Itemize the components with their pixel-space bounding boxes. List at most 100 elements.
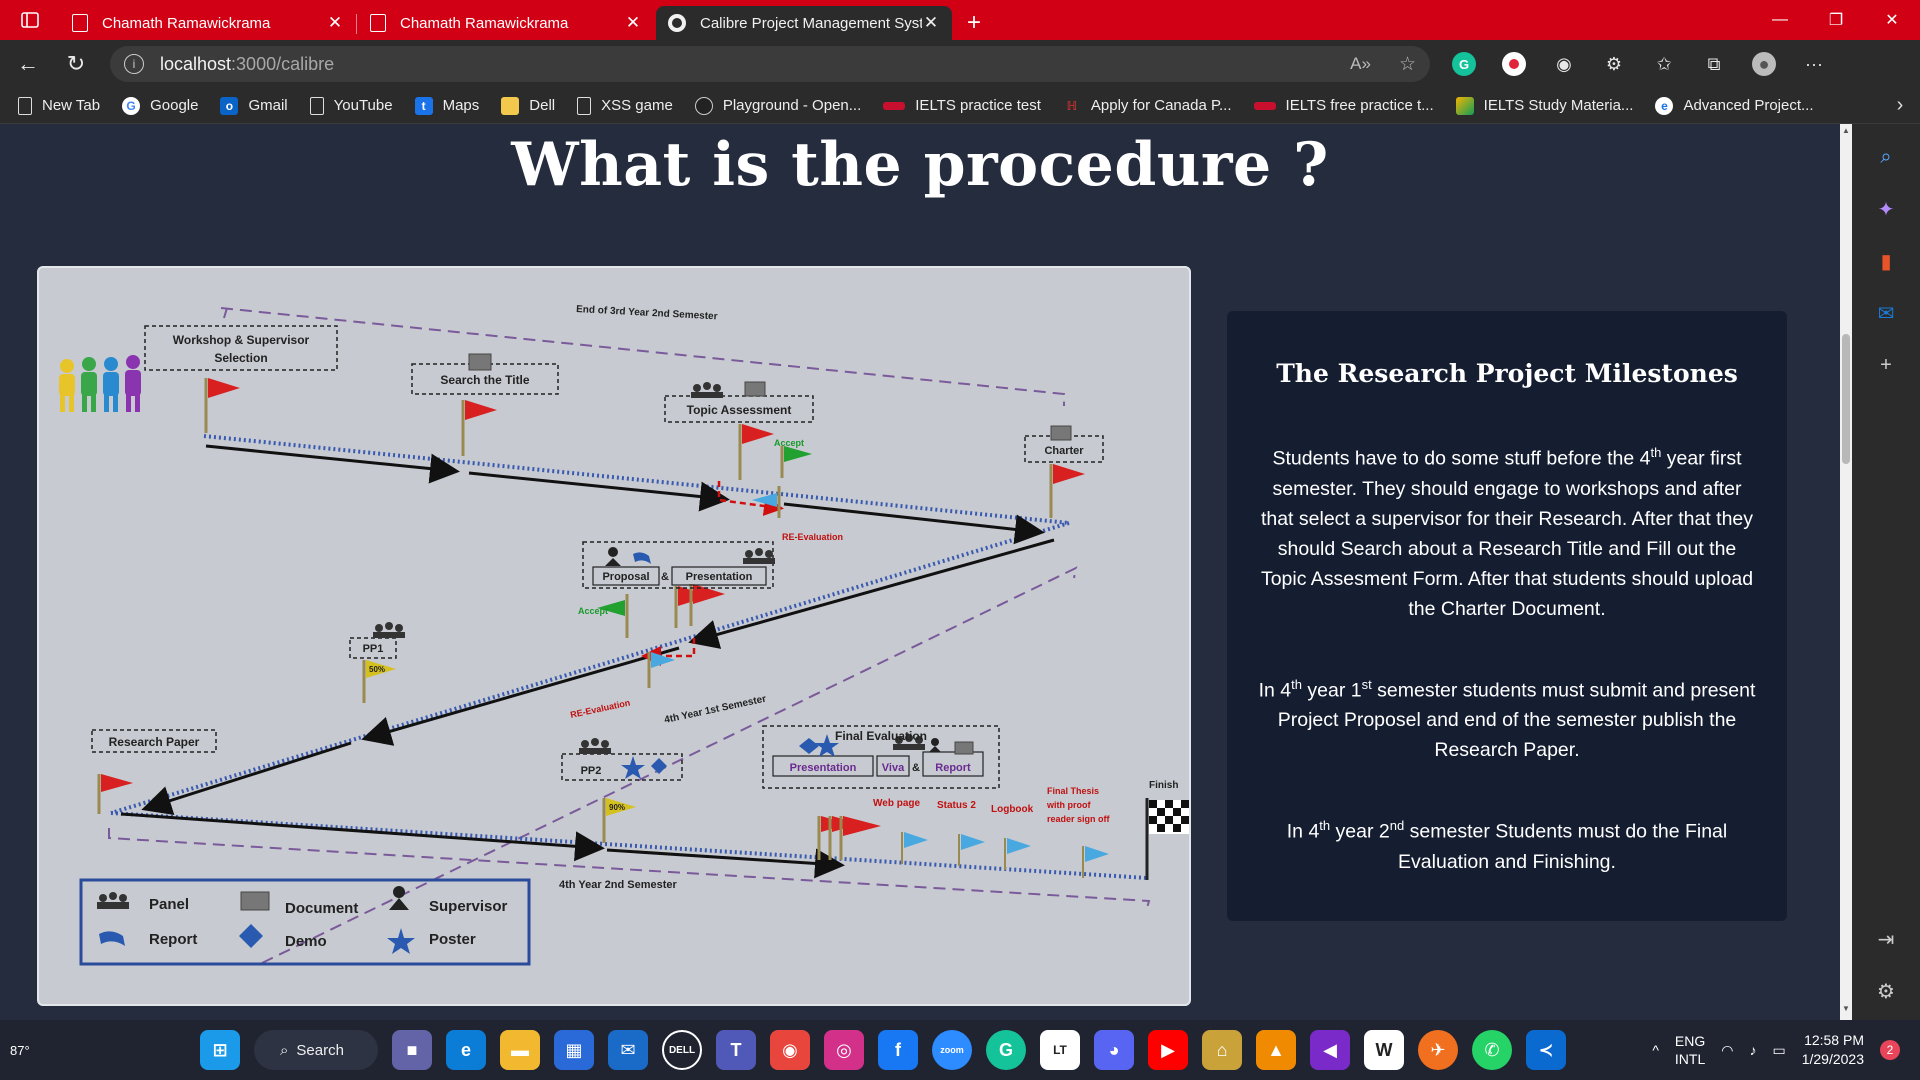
- restore-button[interactable]: ❐: [1828, 12, 1844, 29]
- page-content: What is the procedure ?: [0, 124, 1852, 1020]
- record-icon[interactable]: [1502, 52, 1526, 76]
- address-bar[interactable]: i localhost:3000/calibre A» ☆: [110, 46, 1430, 82]
- read-aloud-icon[interactable]: A»: [1350, 54, 1371, 73]
- teams-chat-icon[interactable]: ■: [392, 1030, 432, 1070]
- instagram-icon[interactable]: ◎: [824, 1030, 864, 1070]
- volume-icon[interactable]: ♪: [1749, 1042, 1757, 1058]
- extension-icon[interactable]: ◉: [1556, 53, 1572, 74]
- zoom-icon[interactable]: zoom: [932, 1030, 972, 1070]
- research-paper-label: Research Paper: [109, 735, 200, 749]
- store-icon[interactable]: ▦: [554, 1030, 594, 1070]
- visual-studio-icon[interactable]: ◀: [1310, 1030, 1350, 1070]
- battery-icon[interactable]: ▭: [1772, 1041, 1786, 1058]
- vpn-icon[interactable]: ⌂: [1202, 1030, 1242, 1070]
- profile-icon[interactable]: ●: [1752, 52, 1776, 76]
- tab-1[interactable]: Chamath Ramawickrama ✕: [60, 6, 356, 40]
- word-icon[interactable]: W: [1364, 1030, 1404, 1070]
- chrome-icon[interactable]: ◉: [770, 1030, 810, 1070]
- search-icon[interactable]: ⌕: [1880, 145, 1892, 168]
- edge-sidebar: ⌕ ✦ ▮ ✉ + ⇥ ⚙: [1852, 124, 1920, 1020]
- bookmark-item[interactable]: Playground - Open...: [694, 96, 861, 115]
- close-icon[interactable]: ✕: [625, 13, 641, 32]
- notification-badge[interactable]: 2: [1880, 1040, 1900, 1060]
- sidebar-toggle-icon[interactable]: ⇥: [1877, 928, 1895, 951]
- vlc-icon[interactable]: ▲: [1256, 1030, 1296, 1070]
- bookmark-label: Dell: [529, 97, 556, 114]
- taskbar-search[interactable]: ⌕Search: [254, 1030, 378, 1070]
- page-icon: [72, 14, 88, 32]
- bookmark-item[interactable]: YouTube: [309, 96, 393, 115]
- favorites-icon[interactable]: ✩: [1656, 53, 1672, 74]
- whatsapp-icon[interactable]: ✆: [1472, 1030, 1512, 1070]
- chevron-right-icon[interactable]: ›: [1896, 94, 1904, 116]
- pp2-label: PP2: [581, 765, 602, 777]
- dell-icon[interactable]: DELL: [662, 1030, 702, 1070]
- scroll-thumb[interactable]: [1842, 334, 1850, 464]
- lt-icon[interactable]: LT: [1040, 1030, 1080, 1070]
- facebook-icon[interactable]: f: [878, 1030, 918, 1070]
- p1-text-b: year first semester. They should engage …: [1260, 447, 1754, 620]
- lang-layout: INTL: [1674, 1051, 1706, 1067]
- back-button[interactable]: ←: [17, 51, 39, 76]
- close-icon[interactable]: ✕: [327, 13, 343, 32]
- discord-icon[interactable]: ◕: [1094, 1030, 1134, 1070]
- tab-3-active[interactable]: Calibre Project Management Syst ✕: [656, 6, 952, 40]
- vscode-icon[interactable]: ≺: [1526, 1030, 1566, 1070]
- teams-icon[interactable]: T: [716, 1030, 756, 1070]
- info-icon[interactable]: i: [124, 54, 144, 74]
- bookmark-item[interactable]: IELTS practice test: [883, 97, 1041, 114]
- tab-actions-button[interactable]: [0, 0, 60, 40]
- outlook-icon[interactable]: ✉: [1877, 302, 1895, 325]
- add-icon[interactable]: +: [1880, 353, 1892, 376]
- p1-sup: th: [1650, 445, 1662, 460]
- close-window-button[interactable]: ✕: [1885, 12, 1899, 29]
- youtube-icon[interactable]: ▶: [1148, 1030, 1188, 1070]
- close-icon[interactable]: ✕: [923, 13, 939, 32]
- bookmark-item[interactable]: New Tab: [18, 96, 100, 115]
- add-favorite-icon[interactable]: ☆: [1398, 53, 1416, 75]
- wifi-icon[interactable]: ◠: [1721, 1041, 1734, 1058]
- chevron-up-icon[interactable]: ^: [1652, 1042, 1659, 1058]
- p1-text-a: Students have to do some stuff before th…: [1272, 447, 1651, 470]
- grammarly-icon[interactable]: G: [1452, 52, 1476, 76]
- copilot-icon[interactable]: ✦: [1877, 198, 1895, 221]
- scroll-down-icon[interactable]: ▼: [1842, 1004, 1850, 1013]
- extensions-icon[interactable]: ⚙: [1605, 53, 1623, 74]
- start-icon[interactable]: ⊞: [200, 1030, 240, 1070]
- bookmark-label: IELTS practice test: [915, 97, 1041, 114]
- bookmark-item[interactable]: XSS game: [577, 96, 673, 115]
- search-icon: ⌕: [280, 1041, 289, 1059]
- web-page-label: Web page: [873, 798, 920, 809]
- window-controls: — ❐ ✕: [1752, 0, 1920, 40]
- tab-2[interactable]: Chamath Ramawickrama ✕: [356, 6, 654, 40]
- office-icon[interactable]: ▮: [1880, 250, 1892, 273]
- bookmark-item[interactable]: Dell: [501, 96, 556, 115]
- mail-icon[interactable]: ✉: [608, 1030, 648, 1070]
- minimize-button[interactable]: —: [1772, 11, 1788, 28]
- collections-icon[interactable]: ⧉: [1707, 53, 1721, 74]
- file-explorer-icon[interactable]: ▬: [500, 1030, 540, 1070]
- milestone-paragraph-3: In 4th year 2nd semester Students must d…: [1257, 811, 1757, 877]
- grammarly-icon[interactable]: G: [986, 1030, 1026, 1070]
- pp2-percent: 90%: [609, 803, 625, 812]
- bookmark-item[interactable]: IELTS free practice t...: [1253, 97, 1434, 114]
- postman-icon[interactable]: ✈: [1418, 1030, 1458, 1070]
- taskbar: 87° ⊞ ⌕Search ■ e ▬ ▦ ✉ DELL T ◉ ◎ f zoo…: [0, 1020, 1920, 1080]
- new-tab-button[interactable]: +: [966, 9, 981, 36]
- bookmark-item[interactable]: IELTS Study Materia...: [1455, 96, 1633, 115]
- more-options-icon[interactable]: ···: [1805, 53, 1823, 74]
- weather-widget[interactable]: 87°: [0, 1043, 60, 1058]
- scroll-up-icon[interactable]: ▲: [1842, 126, 1850, 135]
- edge-icon[interactable]: e: [446, 1030, 486, 1070]
- ielts-icon: [1253, 101, 1276, 110]
- page-scrollbar[interactable]: ▲ ▼: [1840, 124, 1852, 1020]
- refresh-button[interactable]: ↻: [66, 51, 86, 76]
- settings-icon[interactable]: ⚙: [1877, 980, 1895, 1003]
